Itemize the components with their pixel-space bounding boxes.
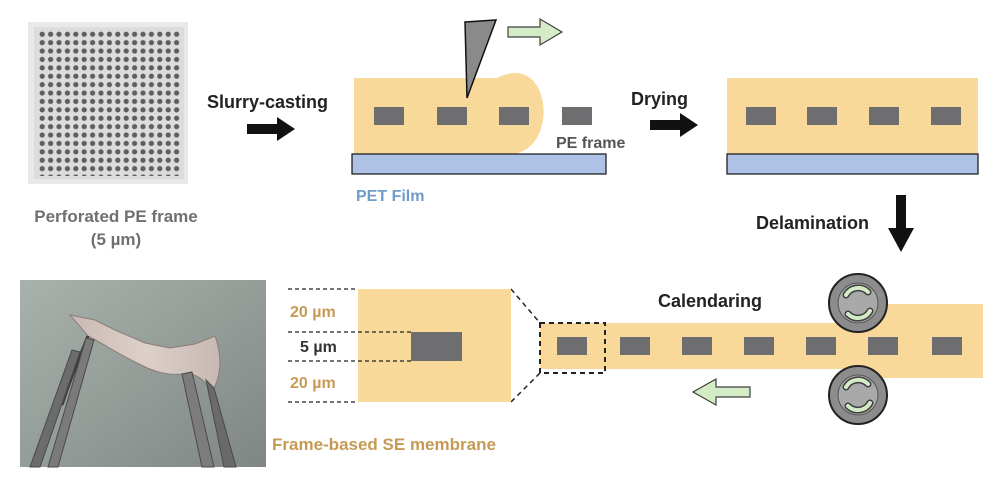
layer-bottom-label: 20 µm	[290, 375, 336, 392]
pe-frame-block	[807, 107, 837, 125]
right-arrow-icon	[650, 113, 698, 137]
pe-frame-block	[499, 107, 529, 125]
frame-thickness-label: (5 µm)	[91, 230, 141, 249]
pet-film	[726, 153, 979, 175]
cross-section-frame	[411, 332, 462, 361]
membrane-photo	[20, 280, 266, 468]
pe-frame-block	[562, 107, 592, 125]
pe-frame-block	[868, 337, 898, 355]
pet-film	[351, 153, 607, 175]
pe-frame-block	[869, 107, 899, 125]
right-arrow-icon	[507, 17, 564, 47]
pe-frame-block	[744, 337, 774, 355]
zoom-box	[539, 322, 606, 374]
slurry-casting-label: Slurry-casting	[207, 92, 328, 112]
pe-frame-block	[806, 337, 836, 355]
calendaring-stage	[540, 273, 983, 425]
calendaring-label: Calendaring	[658, 291, 762, 311]
layer-mid-label: 5 µm	[300, 339, 337, 356]
pe-frame-block	[682, 337, 712, 355]
membrane-cross-section	[288, 288, 511, 403]
down-arrow-icon	[888, 195, 914, 252]
pet-film-label: PET Film	[356, 188, 424, 205]
doctor-blade-icon	[464, 19, 498, 99]
perforated-frame-photo	[28, 22, 188, 184]
drying-label: Drying	[631, 89, 688, 109]
pe-frame-block	[746, 107, 776, 125]
delamination-label: Delamination	[756, 213, 869, 233]
pe-frame-label: PE frame	[556, 135, 625, 152]
pe-frame-block	[932, 337, 962, 355]
bottom-roller	[828, 365, 888, 425]
right-arrow-icon	[247, 117, 295, 141]
casting-stage	[351, 17, 607, 175]
dried-stage	[726, 78, 979, 175]
pe-frame-block	[557, 337, 587, 355]
frame-name-label: Perforated PE frame	[34, 207, 197, 226]
zoom-connector	[510, 372, 541, 403]
pe-frame-block	[931, 107, 961, 125]
layer-top-label: 20 µm	[290, 304, 336, 321]
pe-frame-block	[620, 337, 650, 355]
left-arrow-icon	[691, 377, 751, 407]
pe-frame-block	[374, 107, 404, 125]
pe-frame-block	[437, 107, 467, 125]
top-roller	[828, 273, 888, 333]
zoom-connector	[510, 288, 541, 324]
membrane-caption: Frame-based SE membrane	[272, 435, 496, 454]
